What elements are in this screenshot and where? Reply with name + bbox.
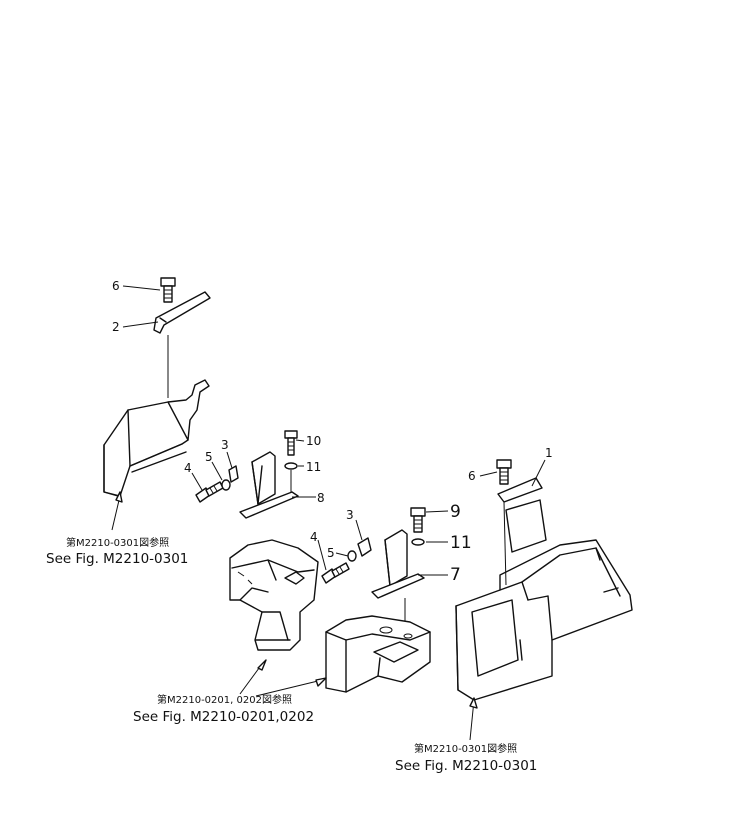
callout-4-lower: 4 [310, 530, 318, 544]
right-cover [455, 539, 633, 701]
left-cover [103, 379, 210, 497]
frame-housing-right [325, 615, 431, 693]
bolt-part-9 [410, 507, 426, 546]
callout-numbers: 1 2 3 3 4 4 5 5 6 6 7 8 9 10 11 11 [112, 279, 553, 585]
bolt-part-6-right [496, 459, 512, 485]
bracket-part-8 [239, 451, 316, 519]
callout-4-upper: 4 [184, 461, 192, 475]
callout-3-lower: 3 [346, 508, 354, 522]
reference-center-en: See Fig. M2210-0201,0202 [133, 709, 314, 725]
reference-right-en: See Fig. M2210-0301 [395, 758, 537, 774]
callout-8: 8 [317, 491, 325, 505]
fastener-set-lower [321, 537, 372, 584]
callout-5-lower: 5 [327, 546, 335, 560]
callout-1: 1 [545, 446, 553, 460]
callout-10: 10 [306, 434, 321, 448]
reference-center-jp: 第M2210-0201, 0202図参照 [157, 693, 292, 706]
callout-6-upper: 6 [112, 279, 120, 293]
plate-part-1 [497, 477, 547, 586]
bracket-part-2 [153, 291, 211, 398]
callout-9: 9 [450, 502, 461, 522]
callout-5-upper: 5 [205, 450, 213, 464]
reference-left-jp: 第M2210-0301図参照 [66, 536, 169, 549]
callout-6-right: 6 [468, 469, 476, 483]
reference-left: 第M2210-0301図参照 See Fig. M2210-0301 [46, 536, 188, 567]
reference-center: 第M2210-0201, 0202図参照 See Fig. M2210-0201… [133, 693, 314, 725]
bolt-part-10 [284, 430, 298, 492]
reference-right: 第M2210-0301図参照 See Fig. M2210-0301 [395, 742, 537, 774]
bolt-part-6-left [160, 277, 176, 303]
reference-left-en: See Fig. M2210-0301 [46, 551, 188, 567]
frame-housing-left [229, 539, 319, 651]
fastener-set-upper [195, 465, 239, 503]
leader-lines [111, 285, 546, 741]
callout-3-upper: 3 [221, 438, 229, 452]
callout-7: 7 [450, 565, 461, 585]
reference-right-jp: 第M2210-0301図参照 [414, 742, 517, 755]
callout-11-lower: 11 [450, 533, 472, 553]
callout-11-upper: 11 [306, 460, 321, 474]
callout-2: 2 [112, 320, 120, 334]
